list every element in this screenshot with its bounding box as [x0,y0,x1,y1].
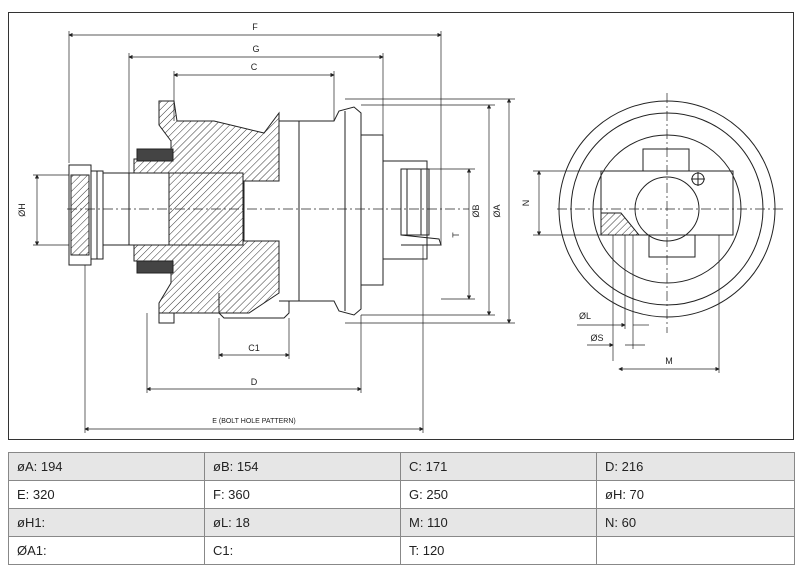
shaft-bore [634,176,700,242]
roller-drawing-svg: F G C ØH T ØB ØA N C1 D E (BOLT HOLE PAT… [17,22,785,433]
side-view [67,100,469,324]
dim-label-A: ØA [492,204,502,217]
dim-label-B: ØB [471,204,481,217]
dim-label-N: N [521,200,531,207]
table-row: øA: 194 øB: 154 C: 171 D: 216 [8,452,795,481]
dim-label-M: M [665,356,673,366]
outer-rim [558,100,776,318]
dim-label-E: E (BOLT HOLE PATTERN) [212,418,296,425]
right-cap [382,160,428,260]
side-dimensions [33,31,515,433]
table-row: E: 320 F: 360 G: 250 øH: 70 [8,480,795,509]
spec-cell: F: 360 [204,480,401,509]
spec-cell: E: 320 [8,480,205,509]
block-hatch [600,212,641,236]
retaining-clip [400,234,442,246]
spec-cell: M: 110 [400,508,597,537]
spec-cell: N: 60 [596,508,795,537]
end-dimensions [533,170,720,373]
spec-cell: G: 250 [400,480,597,509]
spec-cell: øL: 18 [204,508,401,537]
spec-cell: øB: 154 [204,452,401,481]
roller-body [279,106,362,316]
spec-table: øA: 194 øB: 154 C: 171 D: 216 E: 320 F: … [8,452,795,565]
dim-label-T: T [451,232,461,238]
right-shaft-end [400,168,430,236]
lower-lug [648,234,696,258]
dim-label-G: G [252,44,259,54]
spec-cell: øA: 194 [8,452,205,481]
dim-label-D: D [251,377,258,387]
spec-cell: D: 216 [596,452,795,481]
table-row: ØA1: C1: T: 120 [8,536,795,565]
end-view [557,93,785,333]
dim-label-C: C [251,62,258,72]
spec-cell: ØA1: [8,536,205,565]
dim-label-C1: C1 [248,343,260,353]
dim-label-L: ØL [579,311,591,321]
left-shaft-section [70,174,90,256]
spec-cell: C: 171 [400,452,597,481]
hub-ring [592,134,742,284]
spec-cell [596,536,795,565]
spec-cell: øH1: [8,508,205,537]
bracket-section [133,100,280,314]
upper-seal [136,148,174,162]
dim-label-S: ØS [590,333,603,343]
dim-label-H: ØH [17,203,27,217]
spec-cell: øH: 70 [596,480,795,509]
upper-lug [642,148,690,172]
dim-label-F: F [252,22,258,32]
table-row: øH1: øL: 18 M: 110 N: 60 [8,508,795,537]
spec-cell: T: 120 [400,536,597,565]
spec-cell: C1: [204,536,401,565]
lower-seal [136,260,174,274]
right-housing [360,134,384,286]
roller-flange [218,293,290,319]
technical-drawing: F G C ØH T ØB ØA N C1 D E (BOLT HOLE PAT… [8,12,794,440]
